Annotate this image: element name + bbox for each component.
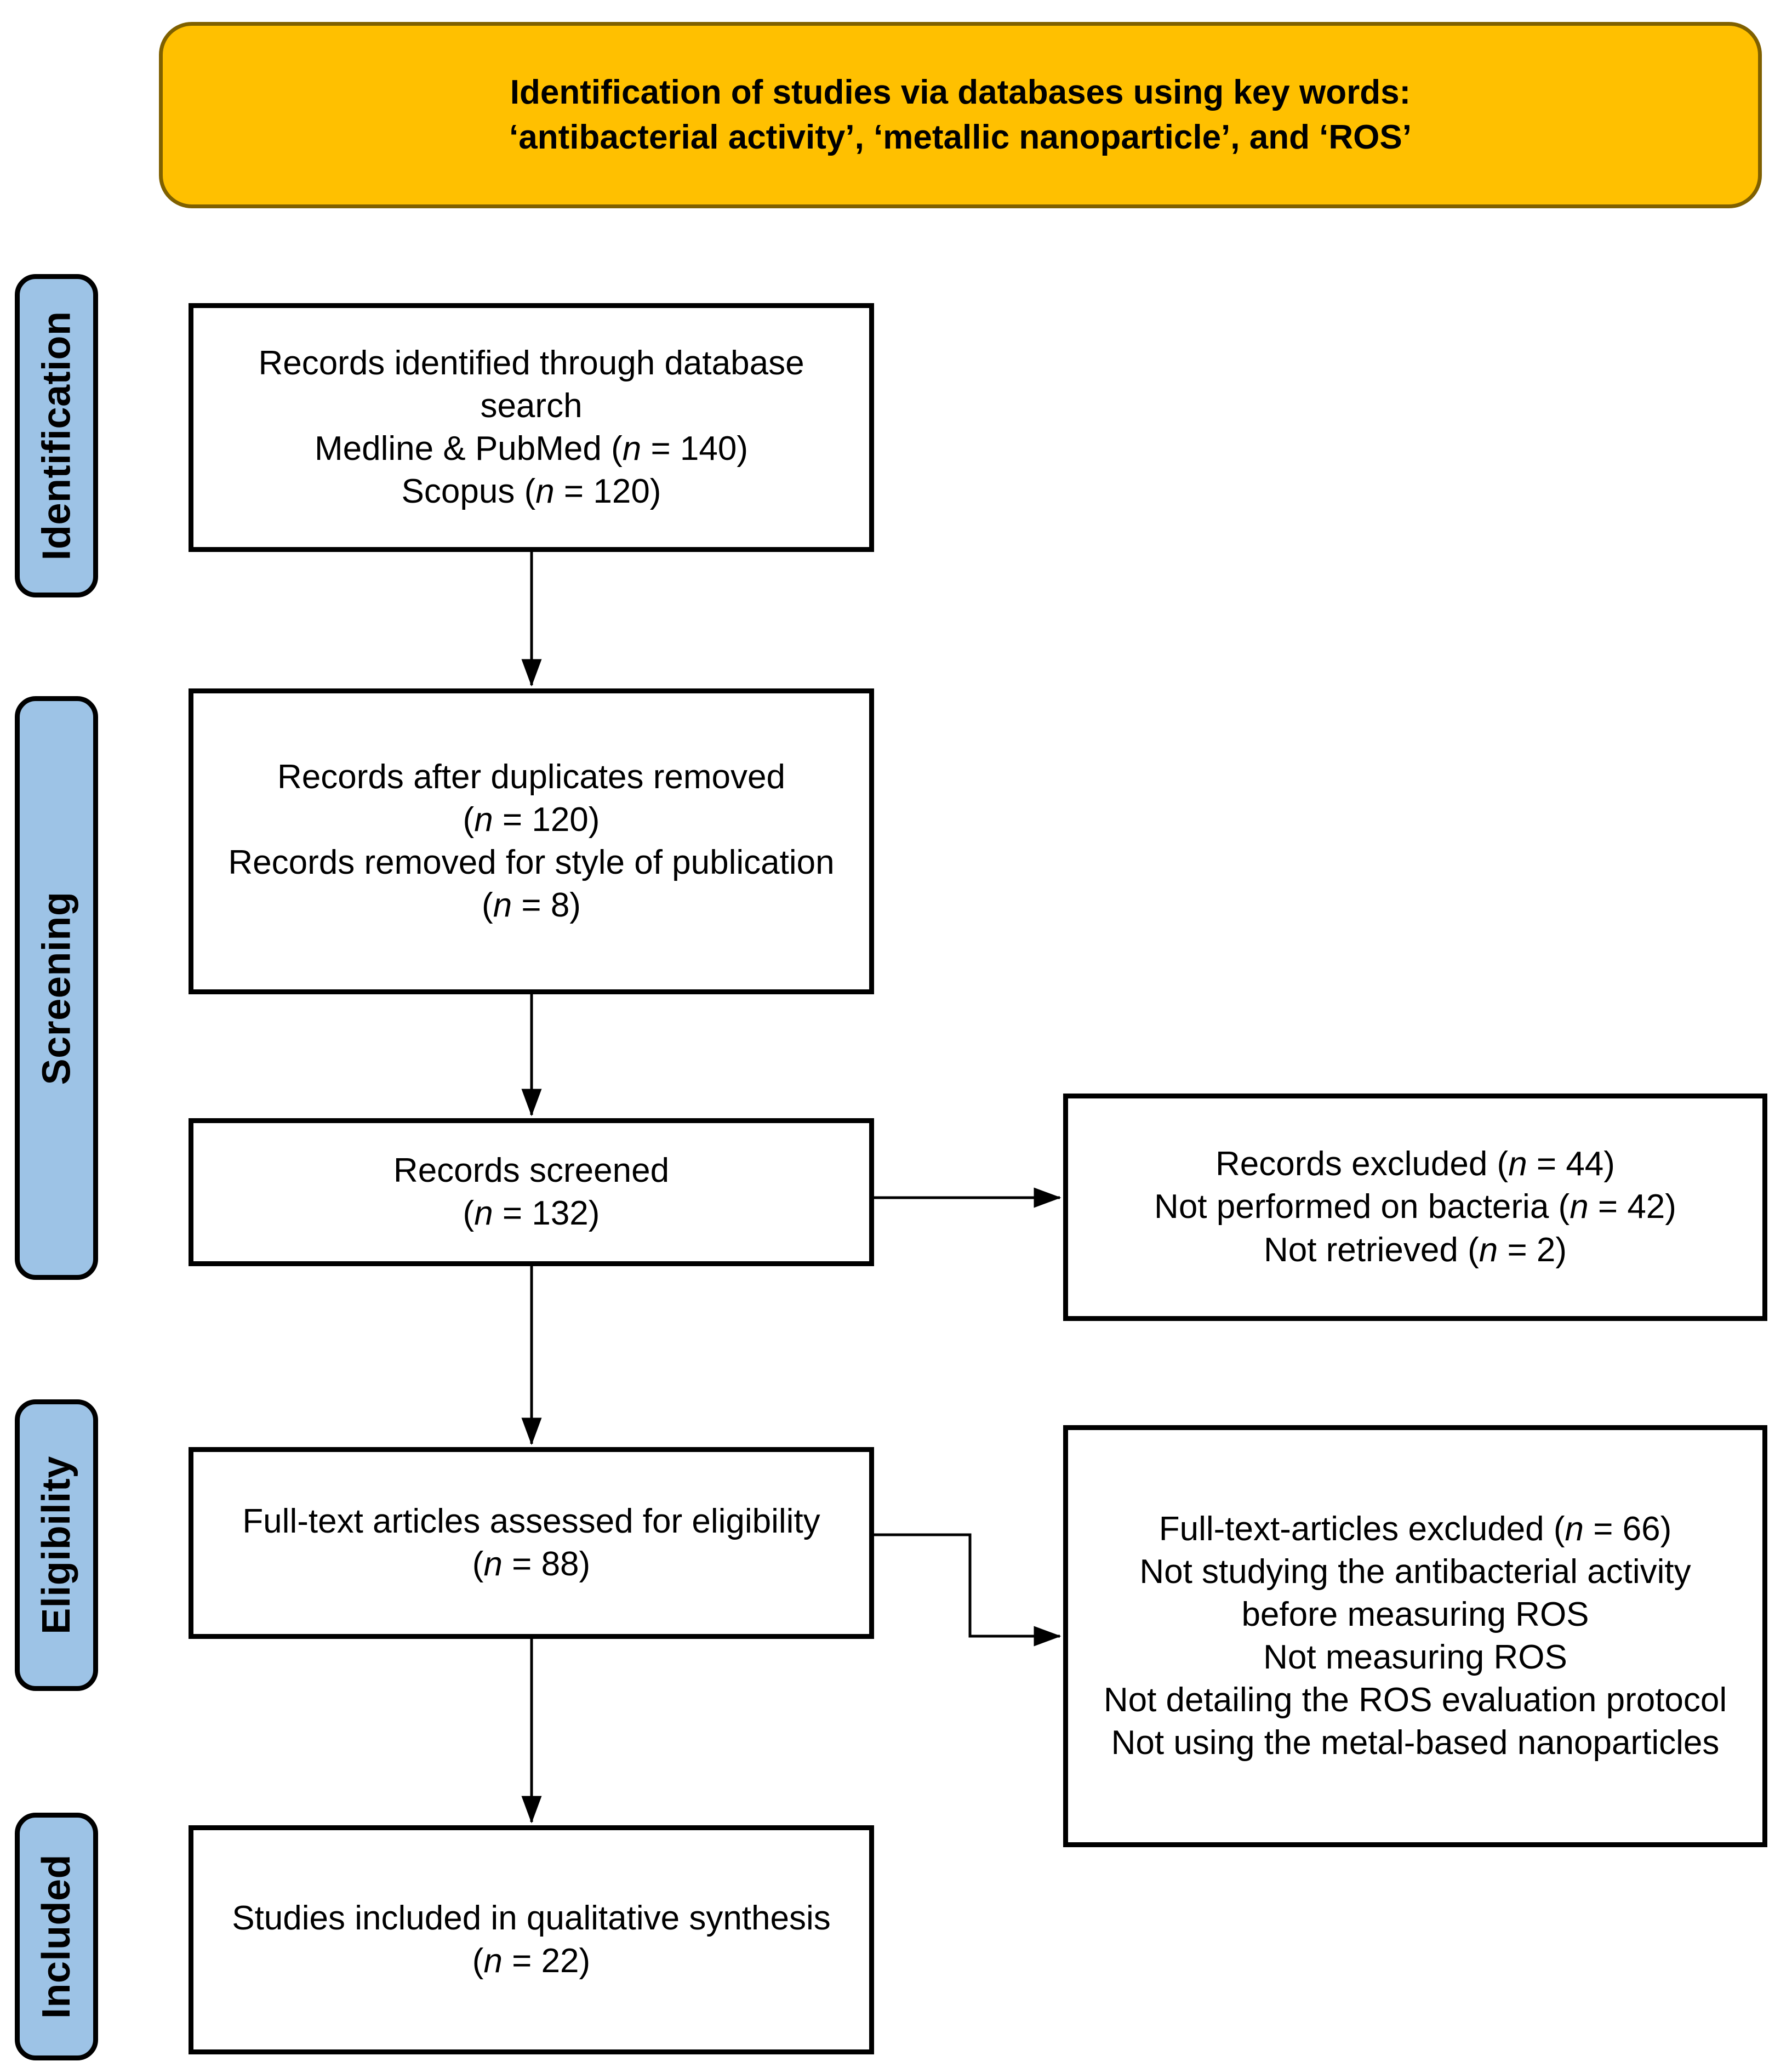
records-identified-text: Records identified through database sear… <box>258 344 804 511</box>
duplicates-removed-box: Records after duplicates removed(n = 120… <box>189 688 874 994</box>
stage-label-eligibility-text: Eligibility <box>35 1456 78 1635</box>
fulltext-assessed-box: Full-text articles assessed for eligibil… <box>189 1447 874 1639</box>
stage-label-identification: Identification <box>15 274 98 597</box>
stage-label-screening-text: Screening <box>35 891 78 1085</box>
studies-included-box: Studies included in qualitative synthesi… <box>189 1825 874 2054</box>
stage-label-eligibility: Eligibility <box>15 1399 98 1691</box>
arrow-fulltext-to-excluded <box>874 1533 1061 1647</box>
records-screened-box: Records screened(n = 132) <box>189 1118 874 1266</box>
stage-label-identification-text: Identification <box>35 311 78 561</box>
stage-label-included: Included <box>15 1813 98 2060</box>
studies-included-text: Studies included in qualitative synthesi… <box>232 1899 831 1980</box>
banner-line-2: ‘antibacterial activity’, ‘metallic nano… <box>509 118 1412 156</box>
fulltext-excluded-box: Full-text-articles excluded (n = 66)Not … <box>1063 1425 1767 1847</box>
banner-line-1: Identification of studies via databases … <box>510 73 1411 111</box>
records-identified-box: Records identified through database sear… <box>189 303 874 552</box>
records-screened-text: Records screened(n = 132) <box>393 1151 670 1232</box>
stage-label-screening: Screening <box>15 696 98 1280</box>
keywords-banner: Identification of studies via databases … <box>159 22 1762 208</box>
duplicates-removed-text: Records after duplicates removed(n = 120… <box>228 758 835 925</box>
records-excluded-text: Records excluded (n = 44)Not performed o… <box>1154 1145 1676 1269</box>
stage-label-included-text: Included <box>35 1854 79 2019</box>
fulltext-assessed-text: Full-text articles assessed for eligibil… <box>242 1502 820 1583</box>
fulltext-excluded-text: Full-text-articles excluded (n = 66)Not … <box>1103 1510 1727 1762</box>
records-excluded-box: Records excluded (n = 44)Not performed o… <box>1063 1094 1767 1321</box>
